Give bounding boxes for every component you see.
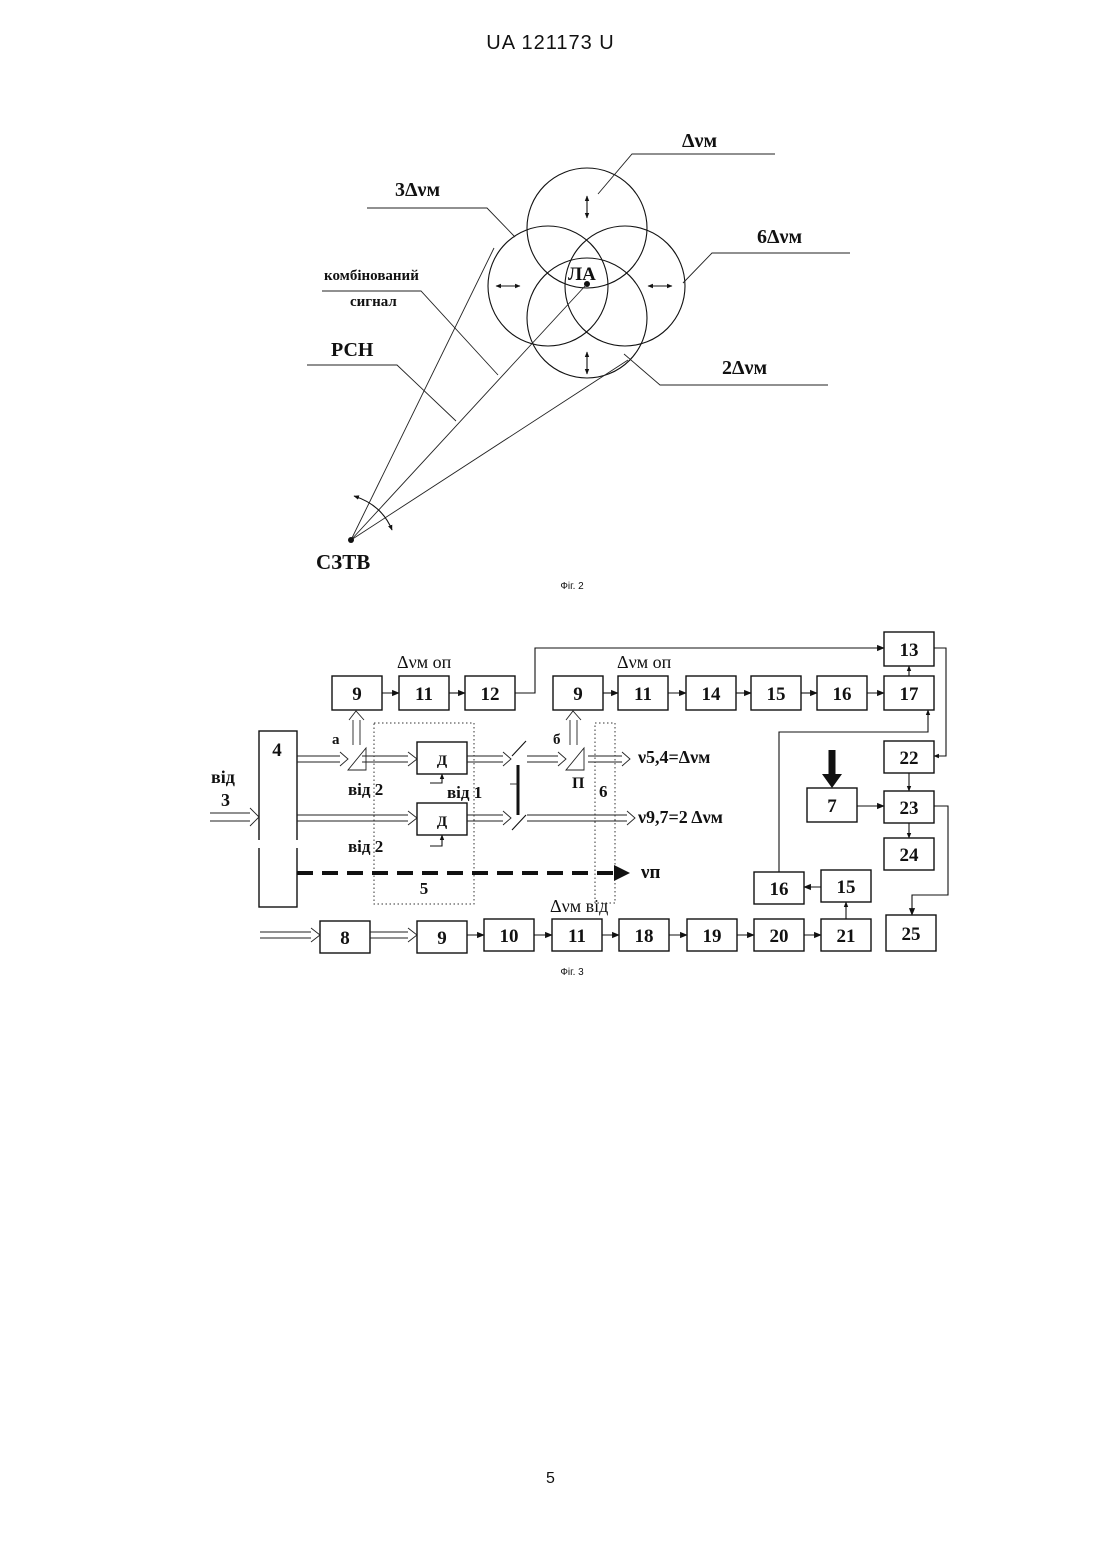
fig3-blocks-b16a: 16: [833, 684, 852, 705]
fig3-blocks-b10: 10: [500, 926, 519, 947]
page-number: 5: [0, 1470, 1101, 1488]
ray-center: [351, 285, 586, 540]
fig3-blocks-d2: Д: [437, 814, 448, 830]
label-dnu-op-1: Δνм оп: [397, 652, 452, 672]
label-vid: від: [211, 767, 235, 787]
fig3-blocks-d1: Д: [437, 753, 448, 769]
label-three: 3: [221, 790, 230, 810]
figure-2-diagram: Δνм 3Δνм 6Δνм 2Δνм комбінований сигнал Р…: [307, 130, 850, 592]
label-vid2-b: від 2: [348, 837, 383, 856]
label-five: 5: [420, 879, 429, 898]
label-combined-1: комбінований: [324, 268, 419, 284]
fig3-blocks-b7: 7: [827, 796, 837, 817]
fig3-blocks-b24: 24: [900, 845, 920, 866]
label-rsn: РСН: [331, 339, 374, 361]
fig3-blocks-b11b: 11: [634, 684, 652, 705]
fig3-blocks-b23: 23: [900, 798, 919, 819]
fig3-blocks-b9c: 9: [437, 928, 447, 949]
leader-combined: [322, 291, 498, 375]
fig3-blocks-b25: 25: [902, 924, 921, 945]
label-dnu-op-2: Δνм оп: [617, 652, 672, 672]
nup-arrowhead: [614, 865, 630, 881]
leader-rsn: [307, 365, 456, 421]
fig3-blocks-b9a: 9: [352, 684, 362, 705]
fig3-blocks-b20: 20: [770, 926, 789, 947]
fig3-blocks-b19: 19: [703, 926, 722, 947]
fig3-blocks-b18: 18: [635, 926, 654, 947]
fig3-blocks-b12: 12: [481, 684, 500, 705]
splitter-b: [566, 748, 584, 770]
group-6-outline: [595, 723, 615, 903]
label-vid1: від 1: [447, 783, 482, 802]
label-p: П: [572, 775, 585, 792]
fig2-caption: Фіг. 2: [560, 581, 584, 592]
fig3-blocks-b22: 22: [900, 748, 919, 769]
fig3-blocks-b15b: 15: [837, 877, 856, 898]
splitter-a: [348, 748, 366, 770]
label-dnu-vid: Δνм від: [550, 896, 608, 916]
label-b: б: [553, 732, 561, 748]
fig3-blocks-b9b: 9: [573, 684, 583, 705]
label-dnu: Δνм: [682, 130, 717, 152]
ray-lower: [351, 360, 628, 540]
fig3-blocks-b13: 13: [900, 640, 919, 661]
label-combined-2: сигнал: [350, 294, 397, 310]
fig3-blocks-b8: 8: [340, 928, 350, 949]
fig3-blocks-b4: 4: [272, 740, 282, 761]
leader-dnu: [598, 154, 775, 194]
label-sztv: СЗТВ: [316, 550, 370, 574]
fig3-blocks-b21: 21: [837, 926, 856, 947]
fig3-caption: Фіг. 3: [560, 967, 584, 978]
label-nu97: ν9,7=2 Δνм: [637, 807, 723, 827]
label-six: 6: [599, 782, 608, 801]
sztv-point: [348, 537, 354, 543]
ray-left: [351, 248, 494, 540]
label-2dnu: 2Δνм: [722, 357, 767, 379]
label-nup: νп: [640, 862, 660, 883]
fig3-blocks-b11c: 11: [568, 926, 586, 947]
label-vid2-a: від 2: [348, 780, 383, 799]
label-nu54: ν5,4=Δνм: [637, 747, 710, 767]
label-6dnu: 6Δνм: [757, 226, 802, 248]
figure-3-block-diagram: 9 11 12 9 11 14 15 16 17 13 4 Д Д 22 7 2…: [210, 632, 948, 978]
fig3-blocks-b15a: 15: [767, 684, 786, 705]
label-la: ЛА: [568, 264, 596, 285]
leader-6dnu: [683, 253, 850, 283]
fig3-blocks-b11a: 11: [415, 684, 433, 705]
fig3-blocks-b14: 14: [702, 684, 722, 705]
fig3-blocks-b17: 17: [900, 684, 920, 705]
fig3-blocks-b16b: 16: [770, 879, 789, 900]
label-3dnu: 3Δνм: [395, 179, 440, 201]
label-a: а: [332, 732, 340, 748]
leader-3dnu: [367, 208, 515, 237]
